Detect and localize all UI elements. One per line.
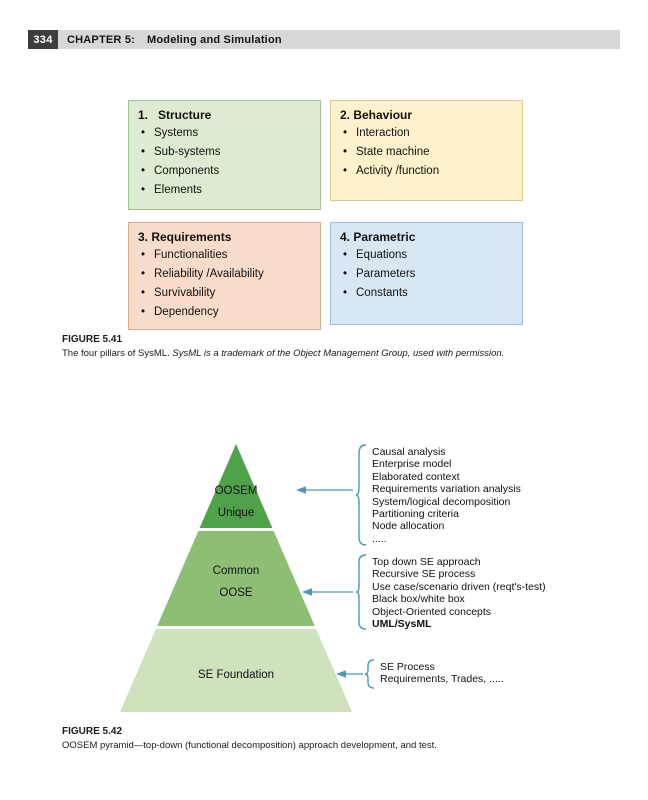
pyramid-level-oosem-unique (199, 444, 273, 528)
arrowhead-middle (302, 588, 312, 596)
pillar-list-requirements: Functionalities Reliability /Availabilit… (138, 246, 311, 322)
brace-middle (355, 554, 367, 630)
list-item: Survivability (138, 284, 311, 303)
brace-top (355, 444, 367, 546)
list-item: Activity /function (340, 162, 513, 181)
pillar-box-structure: 1. Structure Systems Sub-systems Compone… (128, 100, 321, 210)
caption-regular-text: The four pillars of SysML. (62, 348, 173, 359)
pillar-title-parametric: 4. Parametric (340, 230, 416, 244)
list-line: Enterprise model (372, 458, 452, 471)
list-item: State machine (340, 143, 513, 162)
list-line: Causal analysis (372, 446, 446, 458)
caption-italic-text: SysML is a trademark of the Object Manag… (172, 348, 505, 359)
pillar-box-requirements: 3. Requirements Functionalities Reliabil… (128, 222, 321, 330)
list-line: Object-Oriented concepts (372, 605, 492, 618)
chapter-bar: CHAPTER 5: Modeling and Simulation (58, 30, 620, 49)
pillar-list-parametric: Equations Parameters Constants (340, 246, 513, 303)
pillar-title-requirements: 3. Requirements (138, 230, 232, 244)
chapter-label: CHAPTER 5: (67, 33, 136, 46)
chapter-header: 334 CHAPTER 5: Modeling and Simulation (28, 30, 620, 49)
caption-label: FIGURE 5.41 (62, 334, 123, 345)
list-line: Top down SE approach (372, 556, 481, 568)
list-item: Parameters (340, 265, 513, 284)
list-line: Elaborated context (372, 470, 460, 483)
label-line: OOSE (219, 587, 253, 599)
pillar-title-behaviour: 2. Behaviour (340, 108, 413, 122)
list-line: SE Process (380, 661, 435, 673)
list-item: Functionalities (138, 246, 311, 265)
chapter-title: Modeling and Simulation (147, 33, 282, 46)
pyramid-label-oosem-unique: OOSEM Unique (176, 480, 296, 524)
figure-5-41-caption: FIGURE 5.41 The four pillars of SysML. S… (62, 334, 532, 359)
pyramid-label-se-foundation: SE Foundation (176, 664, 296, 686)
list-braces (355, 444, 375, 689)
pyramid-label-common-oose: Common OOSE (176, 560, 296, 604)
list-line: Requirements variation analysis (372, 483, 521, 496)
caption-label: FIGURE 5.42 (62, 726, 123, 737)
list-line: Requirements, Trades, ..... (380, 673, 504, 686)
pyramid-level-common-oose (157, 531, 315, 626)
pillar-box-behaviour: 2. Behaviour Interaction State machine A… (330, 100, 523, 201)
caption-text: OOSEM pyramid—top-down (functional decom… (62, 740, 437, 751)
list-item: Sub-systems (138, 143, 311, 162)
pillar-box-parametric: 4. Parametric Equations Parameters Const… (330, 222, 523, 325)
arrowhead-bottom (336, 670, 346, 678)
list-item: Systems (138, 124, 311, 143)
list-item: Reliability /Availability (138, 265, 311, 284)
label-line: Unique (217, 507, 255, 519)
list-line: Node allocation (372, 520, 445, 533)
oosem-pyramid-graphic (120, 444, 375, 712)
pillar-list-behaviour: Interaction State machine Activity /func… (340, 124, 513, 181)
common-oose-list: Top down SE approach Recursive SE proces… (372, 556, 546, 630)
caption-text: The four pillars of SysML. SysML is a tr… (62, 348, 532, 359)
page-number: 334 (28, 30, 58, 49)
list-line: Use case/scenario driven (reqt's-test) (372, 580, 546, 593)
brace-bottom (364, 659, 375, 689)
list-item: Dependency (138, 303, 311, 322)
list-line: System/logical decomposition (372, 495, 511, 508)
list-item: Interaction (340, 124, 513, 143)
list-item: Constants (340, 284, 513, 303)
pillar-list-structure: Systems Sub-systems Components Elements (138, 124, 311, 200)
list-item: Elements (138, 181, 311, 200)
pyramid-level-se-foundation (120, 629, 352, 712)
figure-5-42-caption: FIGURE 5.42 OOSEM pyramid—top-down (func… (62, 726, 532, 751)
list-line: UML/SysML (372, 618, 432, 631)
list-line: ..... (372, 532, 387, 545)
se-foundation-list: SE Process Requirements, Trades, ..... (380, 661, 504, 686)
list-item: Equations (340, 246, 513, 265)
oosem-unique-list: Causal analysis Enterprise model Elabora… (372, 446, 521, 545)
connector-arrows (296, 486, 363, 678)
list-line: Partitioning criteria (372, 508, 459, 521)
list-item: Components (138, 162, 311, 181)
label-line: SE Foundation (197, 669, 275, 681)
pillar-title-structure: 1. Structure (138, 108, 212, 122)
label-line: Common (212, 565, 260, 577)
label-line: OOSEM (214, 485, 258, 497)
arrowhead-top (296, 486, 306, 494)
list-line: Black box/white box (372, 593, 465, 606)
list-line: Recursive SE process (372, 568, 476, 581)
